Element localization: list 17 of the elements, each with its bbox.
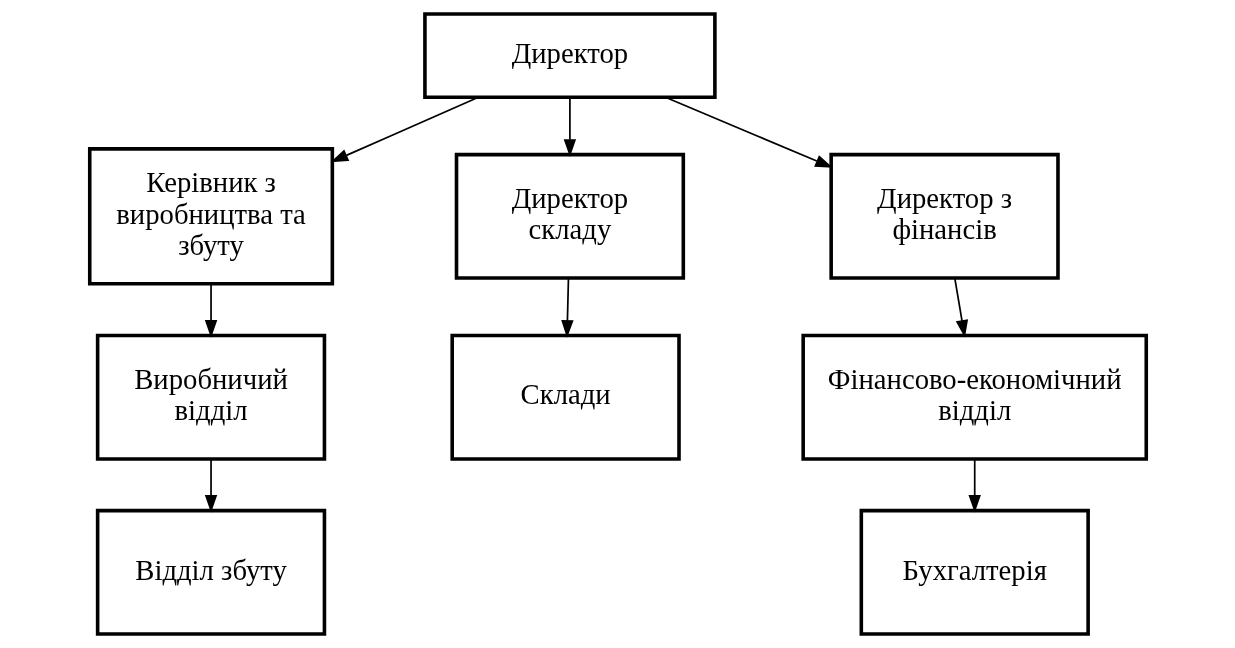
node-box: Склади (449, 333, 681, 461)
arrow (664, 96, 833, 168)
arrow (967, 458, 981, 513)
arrow (953, 277, 968, 338)
node-box: Директор з фінансів (828, 152, 1060, 280)
node-box: Керівник з виробництва та збуту (87, 147, 334, 286)
arrow (563, 96, 576, 158)
node-box: Директор (422, 12, 717, 99)
arrow (560, 277, 574, 338)
node-box: Директор складу (454, 152, 685, 280)
node-box: Бухгалтерія (859, 508, 1090, 636)
node-box: Виробничий відділ (95, 333, 326, 461)
arrow (329, 96, 479, 163)
arrow (204, 458, 217, 513)
node-box: Фінансово-економічний відділ (800, 333, 1148, 461)
arrow (204, 283, 217, 338)
node-box: Відділ збуту (95, 508, 326, 636)
